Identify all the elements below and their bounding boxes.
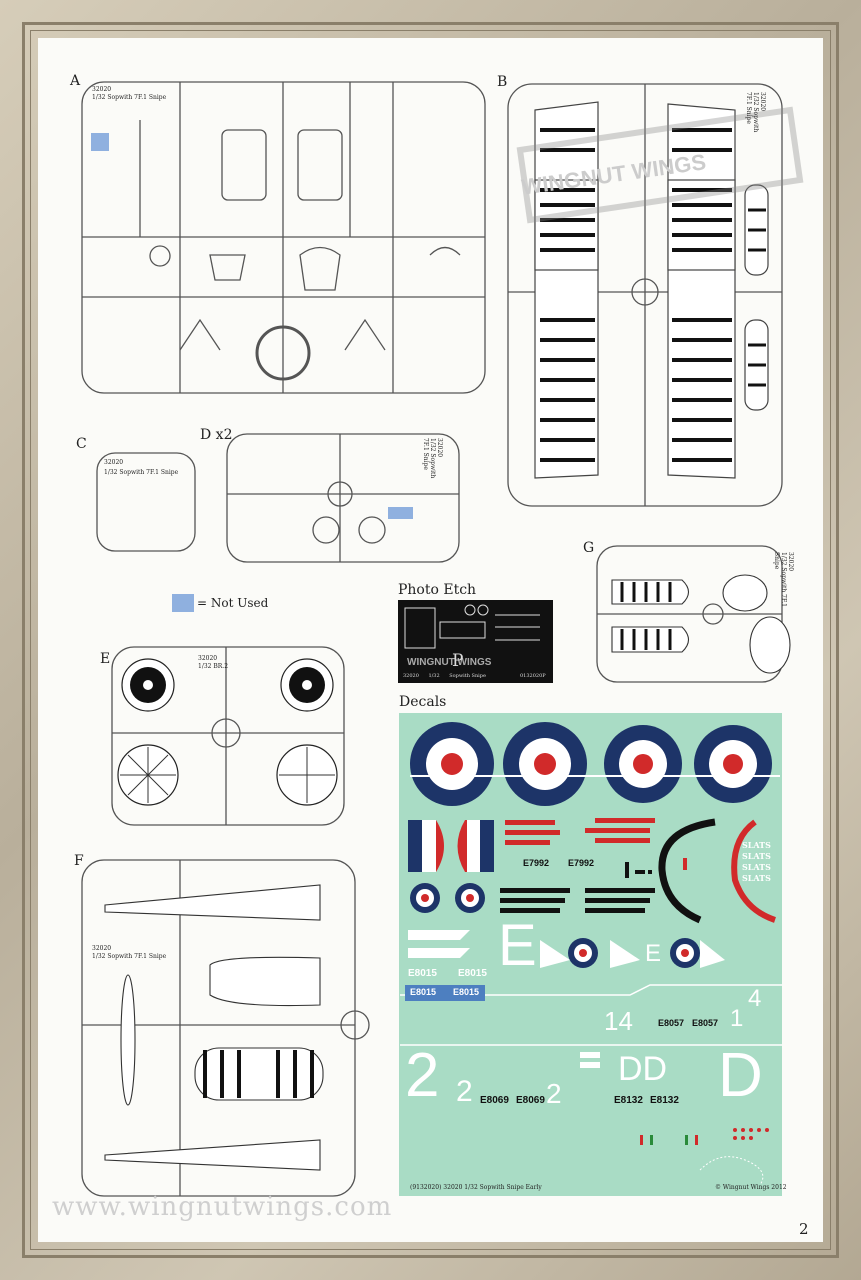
decal-footer-left: (9132020) 32020 1/32 Sopwith Snipe Early <box>410 1184 542 1191</box>
sprue-d-frame <box>226 433 460 563</box>
wingnut-logo-watermark <box>516 106 804 224</box>
roundel-large-3 <box>604 725 682 803</box>
sprue-c-label: C <box>76 436 87 452</box>
decal-number-14: 14 <box>604 1006 633 1036</box>
sprue-f-frame <box>81 859 356 1197</box>
decal-slats-1: SLATS <box>742 840 771 850</box>
decal-letter-e-large: E <box>498 913 537 978</box>
decal-number-4: 4 <box>748 985 762 1012</box>
decal-number-2-small: 2 <box>456 1075 473 1108</box>
sprue-a-label: A <box>70 73 81 89</box>
sprue-b-label: B <box>497 74 508 90</box>
sprue-e-label: E <box>100 651 111 667</box>
decal-serial-1: E7992 <box>523 858 550 868</box>
decal-slats-2: SLATS <box>742 851 771 861</box>
decal-letters-dd: DD <box>618 1050 668 1088</box>
sprue-f-label: F <box>74 853 84 869</box>
decal-slats-3: SLATS <box>742 862 771 872</box>
decal-serial-12: E8132 <box>650 1095 679 1106</box>
not-used-swatch <box>172 594 194 612</box>
decal-number-2-mid: 2 <box>546 1078 562 1109</box>
decal-serial-6: E8015 <box>453 987 480 997</box>
photo-etch-fret <box>398 600 553 683</box>
sprue-e-frame <box>111 646 345 826</box>
rudder-stripes-2 <box>457 820 494 872</box>
roundel-large-4 <box>694 725 772 803</box>
page-frame <box>22 22 839 1258</box>
decal-serial-5: E8015 <box>410 987 437 997</box>
decal-serial-9: E8069 <box>480 1095 509 1106</box>
roundel-large-1 <box>410 722 494 806</box>
not-used-legend-text: = Not Used <box>197 596 269 610</box>
photo-etch-letter: P <box>452 651 464 671</box>
sprue-f-tag: 32020 1/32 Sopwith 7F.1 Snipe <box>92 945 166 961</box>
sprue-g-label: G <box>583 540 595 556</box>
sprue-c-tag: 32020 1/32 Sopwith 7F.1 Snipe <box>104 458 178 478</box>
sprue-a-name: 1/32 Sopwith 7F.1 Snipe <box>92 94 167 101</box>
decal-number-1: 1 <box>730 1005 744 1032</box>
decal-serial-8: E8057 <box>692 1018 719 1028</box>
decal-footer-right: © Wingnut Wings 2012 <box>715 1184 787 1191</box>
decal-serial-10: E8069 <box>516 1095 545 1106</box>
sprue-f-code: 32020 <box>92 945 112 952</box>
sprue-e-tag: 32020 1/32 BR.2 <box>198 655 228 671</box>
page-frame-inner <box>30 30 831 1250</box>
sprue-a-code: 32020 <box>92 86 112 93</box>
photo-etch-logo: WINGNUT WINGS <box>407 657 492 668</box>
sprue-e-name: 1/32 BR.2 <box>198 663 229 670</box>
sprue-d-label: D x2 <box>200 427 233 443</box>
roundel-large-2 <box>503 722 587 806</box>
sprue-c-frame <box>96 452 196 552</box>
photo-etch-footer: 32020 1/32 Sopwith Snipe <box>403 673 486 679</box>
website-watermark: www.wingnutwings.com <box>52 1192 393 1222</box>
photo-etch-title: Photo Etch <box>398 582 477 598</box>
decal-serial-11: E8132 <box>614 1095 643 1106</box>
decal-slats-4: SLATS <box>742 873 771 883</box>
sprue-c-code: 32020 <box>104 459 124 466</box>
sprue-f-name: 1/32 Sopwith 7F.1 Snipe <box>92 953 167 960</box>
sprue-a-tag: 32020 1/32 Sopwith 7F.1 Snipe <box>92 86 166 102</box>
decals-title: Decals <box>399 694 447 710</box>
sprue-c-name: 1/32 Sopwith 7F.1 Snipe <box>104 469 179 476</box>
rudder-stripes-1 <box>408 820 444 872</box>
decal-number-2-large: 2 <box>405 1041 440 1110</box>
decal-serial-2: E7992 <box>568 858 595 868</box>
page-number: 2 <box>799 1220 809 1238</box>
decal-serial-7: E8057 <box>658 1018 685 1028</box>
decal-slats-group: SLATS SLATS SLATS SLATS <box>742 840 771 884</box>
decal-letter-e-small: E <box>645 940 662 967</box>
photo-etch-code: 0132020P <box>520 673 546 679</box>
decal-letter-d-large: D <box>718 1041 763 1110</box>
decal-serial-3: E8015 <box>408 968 437 979</box>
sprue-e-code: 32020 <box>198 655 218 662</box>
decal-serial-4: E8015 <box>458 968 487 979</box>
